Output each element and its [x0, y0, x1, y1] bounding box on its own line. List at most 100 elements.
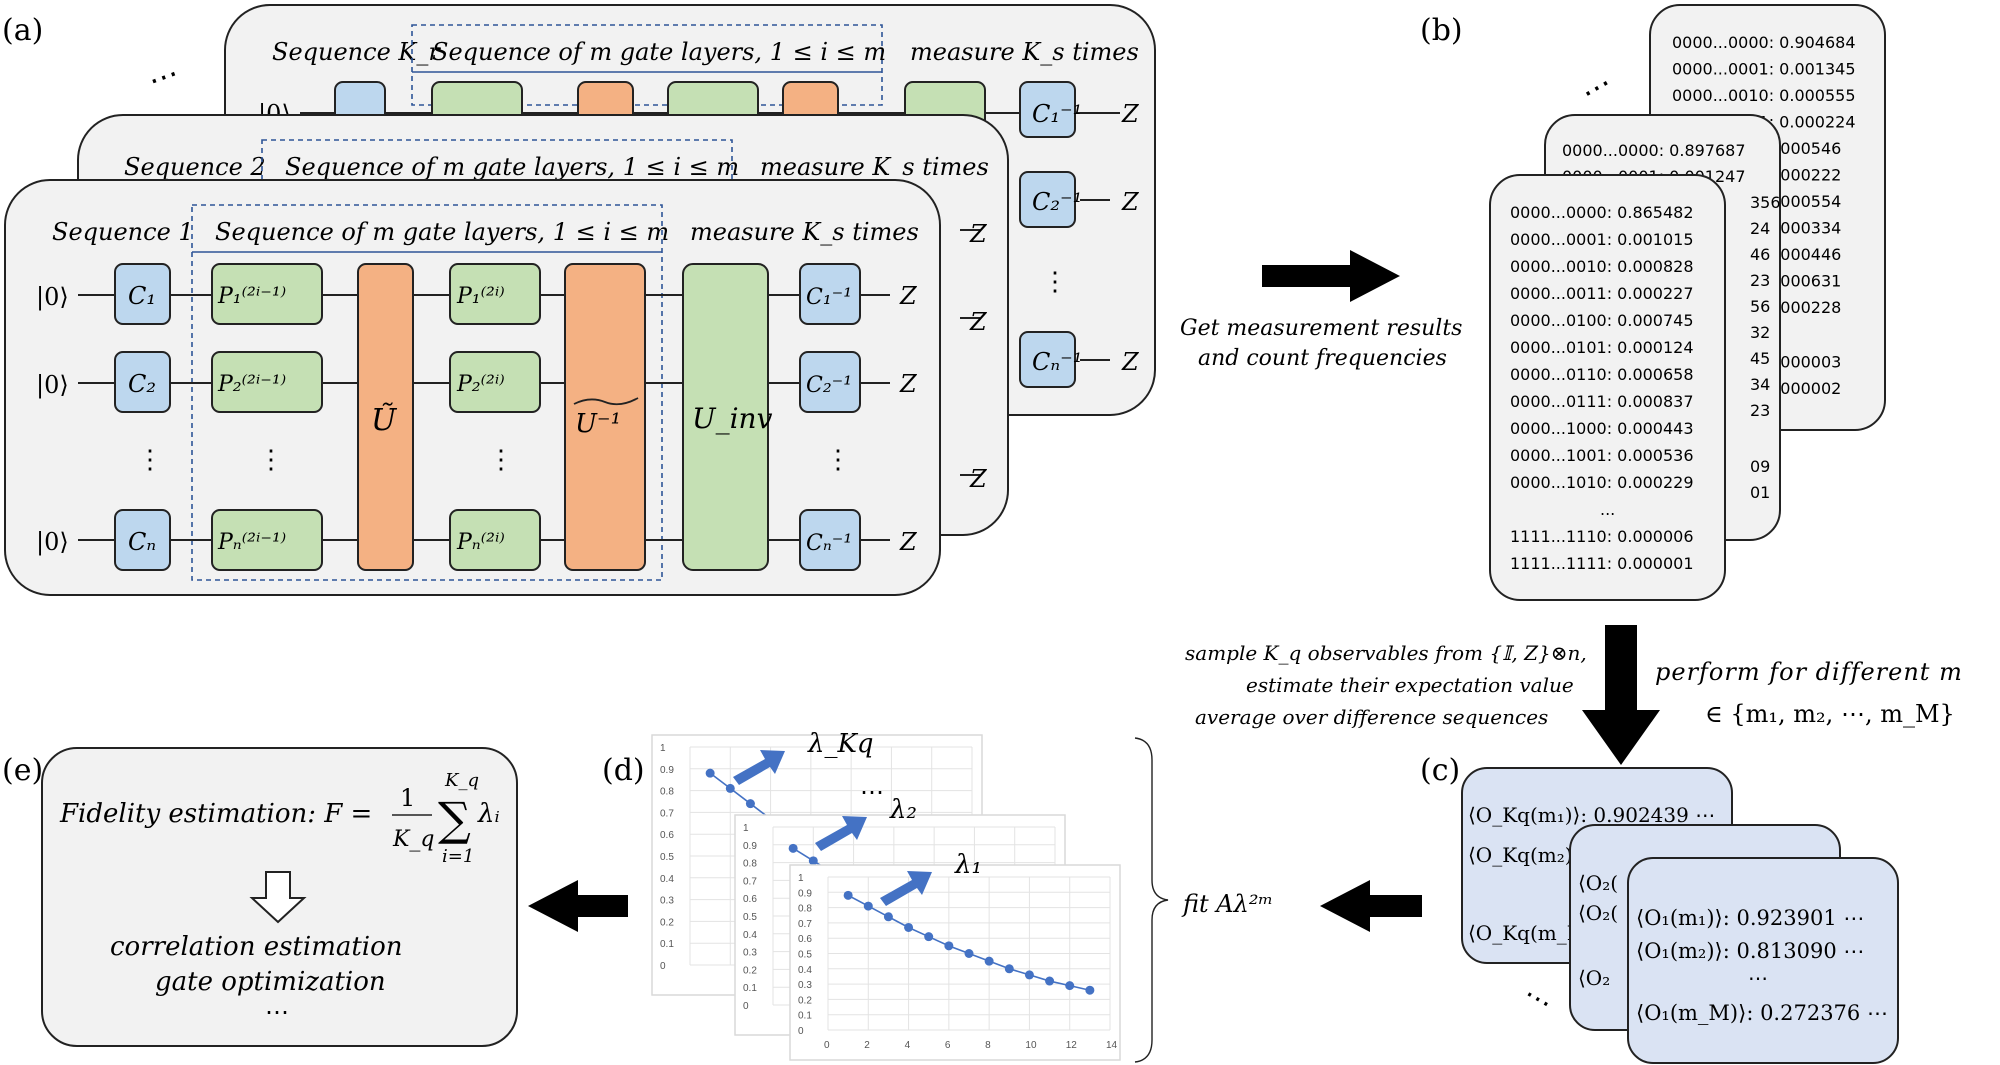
clifford-n: Cₙ	[128, 528, 156, 556]
freq-back-line: 0.000446	[1765, 245, 1841, 264]
seq-layers-middle: Sequence of m gate layers, 1 ≤ i ≤ m	[285, 153, 739, 181]
z-front-n: Z	[899, 528, 918, 556]
measure-back: measure K_s times	[910, 38, 1139, 66]
freq-front-line: 0000...0000: 0.865482	[1510, 203, 1694, 222]
y-tick-label: 0.5	[743, 912, 757, 923]
freq-back-line: 0000...0001: 0.001345	[1672, 60, 1856, 79]
freq-middle-tail: 34	[1750, 375, 1770, 394]
y-tick-label: 1	[660, 743, 666, 754]
y-tick-label: 0.2	[798, 995, 812, 1006]
data-point	[904, 922, 914, 932]
freq-back-line: 0000...0010: 0.000555	[1672, 86, 1856, 105]
sum-bottom: i=1	[442, 846, 474, 867]
panel-d: ⋯ 00.10.20.30.40.50.60.70.80.91λ_Kq 00.1…	[651, 729, 1121, 1061]
x-tick-label: 14	[1106, 1040, 1118, 1051]
y-tick-label: 0.5	[798, 950, 812, 961]
obs-mid-3: ⟨O₂	[1578, 966, 1610, 990]
y-tick-label: 1	[743, 823, 749, 834]
freq-front-line: 0000...0100: 0.000745	[1510, 311, 1694, 330]
data-point	[843, 890, 853, 900]
u-inv: U_inv	[692, 402, 773, 435]
panel-a: ⋯ Sequence K_r Sequence of m gate layers…	[4, 4, 1156, 596]
data-point	[924, 932, 934, 942]
data-point	[1004, 964, 1014, 974]
sample-text-1: sample K_q observables from {𝕀, Z}⊗n,	[1185, 641, 1587, 665]
trend-arrow-icon	[815, 816, 867, 851]
vdots-1: ⋮	[137, 445, 163, 475]
measure-front: measure K_s times	[690, 218, 919, 246]
y-tick-label: 0.1	[660, 939, 674, 950]
freq-back-line: 0.000003	[1765, 353, 1841, 372]
clifford-1: C₁	[128, 282, 156, 310]
freq-middle-tail: 01	[1750, 483, 1770, 502]
data-point	[1065, 981, 1075, 991]
x-tick-label: 4	[905, 1040, 911, 1051]
data-point	[863, 901, 873, 911]
x-tick-label: 2	[864, 1040, 870, 1051]
clifford-inv-back-n: Cₙ⁻¹	[1032, 348, 1082, 376]
sequence-name-back: Sequence K_r	[272, 38, 441, 66]
freq-front-line: 0000...0110: 0.000658	[1510, 365, 1694, 384]
data-point	[883, 912, 893, 922]
data-point	[1024, 970, 1034, 980]
y-tick-label: 0.5	[660, 852, 674, 863]
y-tick-label: 0.3	[660, 896, 674, 907]
outcome-3: ⋯	[265, 998, 289, 1026]
y-tick-label: 0.6	[743, 894, 757, 905]
panel-label-a: (a)	[2, 13, 43, 48]
cards-ellipsis: ⋯	[1575, 66, 1618, 111]
chart-ellipsis-inner: ⋯	[860, 778, 884, 806]
freq-middle-tail: 356	[1750, 193, 1781, 212]
y-tick-label: 0.7	[798, 919, 812, 930]
y-tick-label: 0.9	[743, 841, 757, 852]
panel-label-d: (d)	[602, 753, 645, 788]
obs-front-2: ⟨O₁(m₂)⟩: 0.813090 ⋯	[1636, 939, 1864, 963]
y-tick-label: 0.8	[743, 859, 757, 870]
arrow-label-line2: and count frequencies	[1198, 346, 1447, 371]
freq-front-line: 0000...1010: 0.000229	[1510, 473, 1694, 492]
vdots-back: ⋮	[1042, 267, 1068, 297]
freq-front-line: 1111...1111: 0.000001	[1510, 554, 1694, 573]
u-tilde: Ũ	[371, 402, 398, 438]
freq-back-line: 0.000002	[1765, 379, 1841, 398]
arrow-label-line1: Get measurement results	[1180, 316, 1462, 341]
freq-back-line: 0.000546	[1765, 139, 1841, 158]
sequence-name-front: Sequence 1	[52, 218, 194, 246]
panel-c: ⟨O_Kq(m₁)⟩: 0.902439 ⋯ ⟨O_Kq(m₂)⟩ ⟨O_Kq(…	[1461, 767, 1899, 1064]
y-tick-label: 0.6	[798, 934, 812, 945]
z-front-2: Z	[899, 370, 918, 398]
y-tick-label: 0.4	[743, 930, 757, 941]
y-tick-label: 0.2	[743, 965, 757, 976]
y-tick-label: 0.7	[660, 808, 674, 819]
freq-back-line: 0.000334	[1765, 219, 1841, 238]
freq-back-line: 0.000228	[1765, 298, 1841, 317]
clifford-inv-2: C₂⁻¹	[806, 373, 852, 398]
perform-text-2: ∈ {m₁, m₂, ⋯, m_M}	[1705, 700, 1955, 728]
arrow-b-to-c: sample K_q observables from {𝕀, Z}⊗n, es…	[1185, 625, 1962, 765]
y-tick-label: 0.8	[660, 787, 674, 798]
freq-middle-line: 0000...0000: 0.897687	[1562, 141, 1746, 160]
z-back-n: Z	[1121, 348, 1140, 376]
z-back-1: Z	[1121, 100, 1140, 128]
trend-arrow-icon	[733, 750, 785, 785]
freq-middle-tail: 46	[1750, 245, 1770, 264]
z-middle-1: Z	[969, 220, 988, 248]
arrow-d-to-e	[528, 880, 628, 932]
freq-back-line: 0.000631	[1765, 272, 1841, 291]
fit-text: fit Aλ²ᵐ	[1181, 890, 1273, 918]
p-odd-n: Pₙ⁽²ⁱ⁻¹⁾	[217, 530, 286, 555]
frac-den: K_q	[392, 827, 435, 852]
freq-front-line: 0000...0111: 0.000837	[1510, 392, 1694, 411]
lambda-label: λ_Kq	[807, 729, 874, 759]
y-tick-label: 0.1	[798, 1011, 812, 1022]
data-point	[1085, 985, 1095, 995]
freq-middle-tail: 09	[1750, 457, 1770, 476]
panel-e: Fidelity estimation: F = 1 K_q ∑ K_q i=1…	[41, 747, 518, 1047]
arrow-c-to-d: fit Aλ²ᵐ	[1134, 737, 1422, 1063]
p-odd-2: P₂⁽²ⁱ⁻¹⁾	[217, 372, 286, 397]
p-even-1: P₁⁽²ⁱ⁾	[456, 284, 505, 309]
y-tick-label: 0.3	[743, 948, 757, 959]
